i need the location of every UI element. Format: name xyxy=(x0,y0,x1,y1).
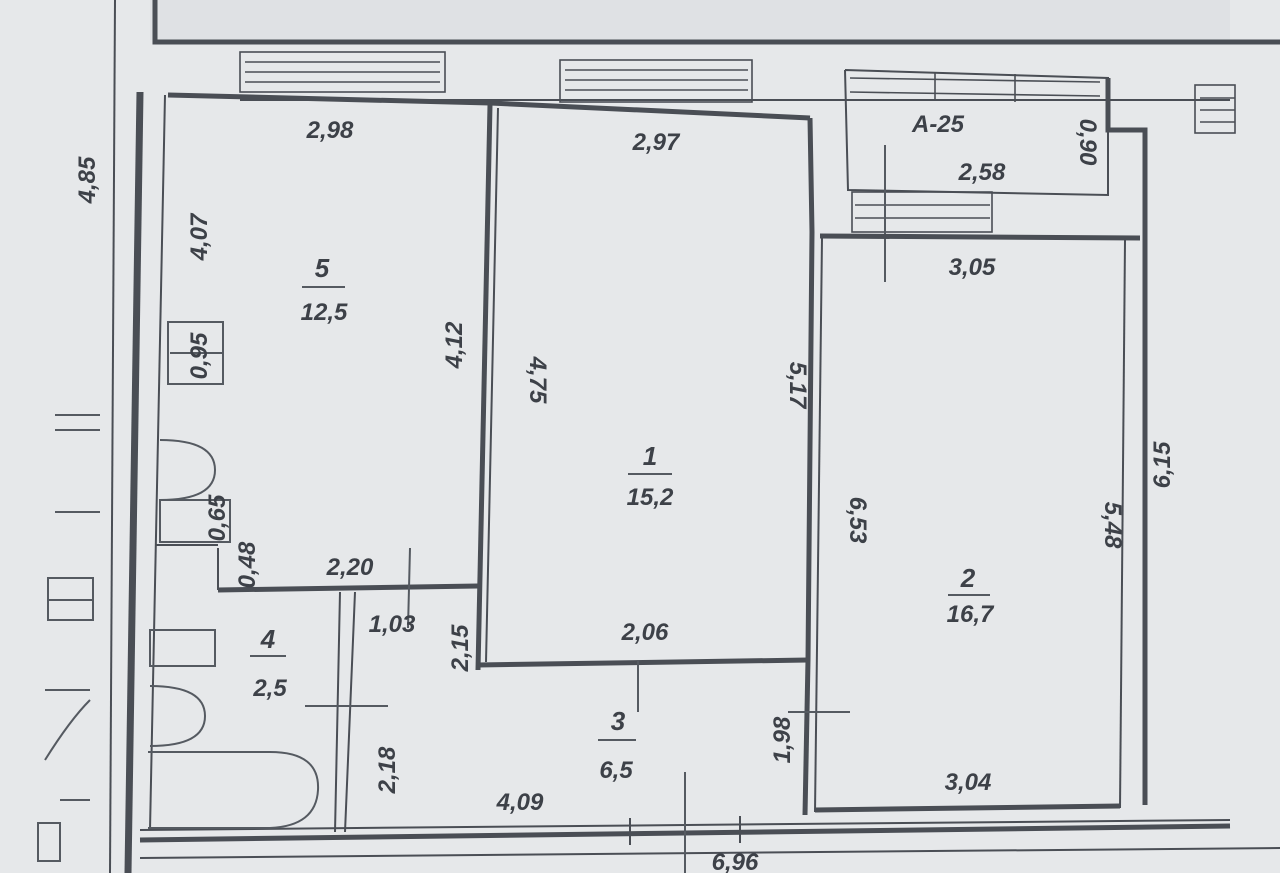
dim-bath-top: 0,48 xyxy=(234,541,261,588)
dim-room2-left: 6,53 xyxy=(844,497,871,544)
dim-hall-top: 2,20 xyxy=(326,554,374,581)
dim-room5-right: 4,12 xyxy=(441,321,468,369)
room-1-area: 15,2 xyxy=(627,484,674,511)
room-4-area: 2,5 xyxy=(252,675,287,702)
dim-room2-right: 5,48 xyxy=(1099,502,1126,549)
balcony-depth: 0,90 xyxy=(1074,119,1101,166)
dim-outer-left: 4,85 xyxy=(74,156,101,204)
dim-room1-top: 2,97 xyxy=(632,129,681,156)
dim-hall-vert: 2,15 xyxy=(447,624,474,672)
windows xyxy=(239,51,1236,134)
upper-neighbor-area xyxy=(150,0,1230,40)
dim-room2-bottom: 3,04 xyxy=(945,769,992,796)
bathroom-fixtures xyxy=(148,321,320,829)
dim-room1-left: 4,75 xyxy=(524,356,551,404)
room-3-area: 6,5 xyxy=(599,757,633,784)
dim-bath-side: 2,18 xyxy=(374,746,401,794)
dim-hall-small-a: 1,03 xyxy=(369,611,416,638)
outer-walls xyxy=(109,0,1280,873)
dim-room5-left: 4,07 xyxy=(186,212,213,261)
dim-wc-side: 0,95 xyxy=(186,332,213,379)
balcony-width: 2,58 xyxy=(958,159,1006,186)
dim-outer-right: 6,15 xyxy=(1149,441,1176,488)
dim-neighbor-bottom: 6,96 xyxy=(712,849,759,873)
dim-corridor-right: 1,98 xyxy=(769,716,796,763)
balcony xyxy=(844,69,1148,805)
room-1-number: 1 xyxy=(643,441,657,471)
outer-left-markings xyxy=(37,414,100,862)
interior-walls xyxy=(155,104,1141,873)
room-5-area: 12,5 xyxy=(301,299,348,326)
room-labels: 5 12,5 1 15,2 2 16,7 3 6,5 4 2,5 А-25 2,… xyxy=(250,111,1101,784)
dim-hall-small-b: 0,65 xyxy=(204,494,231,541)
dimension-labels: 2,98 4,07 4,12 2,97 4,75 5,17 2,06 3,05 … xyxy=(74,117,1176,873)
dim-room5-top: 2,98 xyxy=(306,117,354,144)
balcony-label: А-25 xyxy=(911,111,965,138)
room-2-area: 16,7 xyxy=(947,601,995,628)
dim-room1-bottom: 2,06 xyxy=(621,619,669,646)
room-2-number: 2 xyxy=(960,563,976,593)
dim-room2-top: 3,05 xyxy=(949,254,996,281)
room-3-number: 3 xyxy=(611,706,626,736)
room-5-number: 5 xyxy=(315,253,330,283)
dim-corridor-bottom: 4,09 xyxy=(496,789,544,816)
dim-room1-right: 5,17 xyxy=(784,362,811,410)
room-4-number: 4 xyxy=(260,624,276,654)
